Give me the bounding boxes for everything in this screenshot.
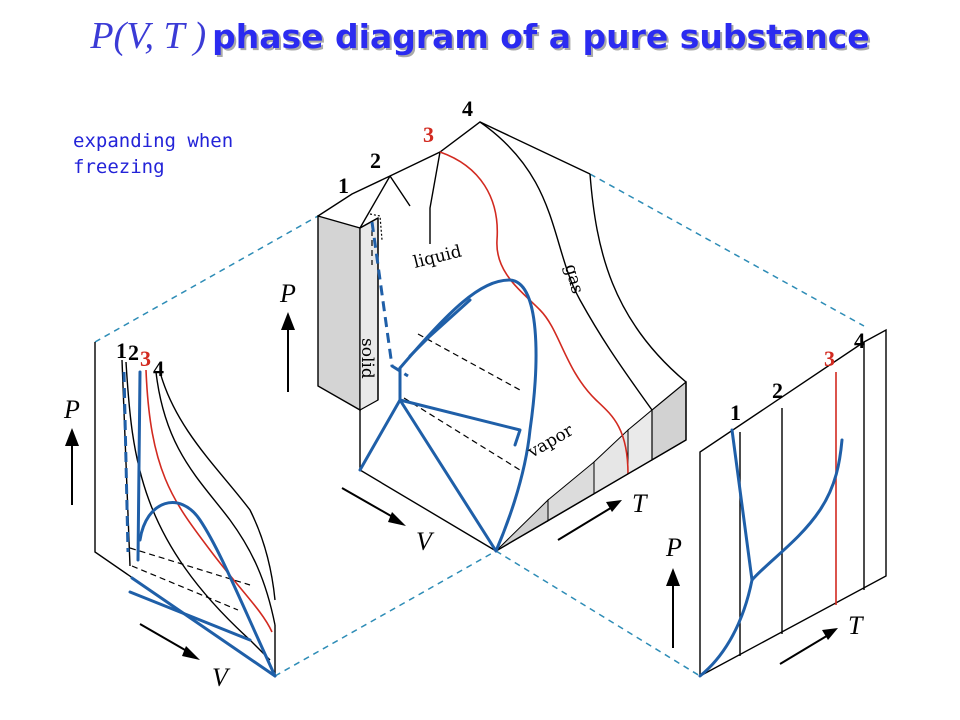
isotherm-label-1: 1	[338, 173, 349, 198]
gas-label: gas	[560, 262, 587, 296]
pv-projection: 1 2 3 4 P V	[63, 338, 277, 692]
pt-label-4: 4	[854, 328, 865, 353]
pv-v-label: V	[212, 663, 231, 692]
solid-label: solid	[357, 338, 377, 379]
title-formula: P(V, T )	[90, 15, 207, 57]
pt-label-1: 1	[730, 400, 741, 425]
isotherm-label-2: 2	[370, 148, 381, 173]
pv-label-2: 2	[128, 340, 139, 365]
isotherm-label-4: 4	[462, 96, 473, 121]
pv-label-3: 3	[140, 346, 151, 371]
pt-p-label: P	[665, 533, 682, 562]
title-text: phase diagram of a pure substance	[212, 17, 870, 56]
solid-face-left	[317, 215, 361, 412]
pt-t-label: T	[848, 611, 864, 640]
pvt-surface: liquid solid vapor gas 1 2 3 4 P V T	[279, 96, 687, 556]
projection-guides	[94, 173, 865, 677]
pv-label-4: 4	[153, 356, 164, 381]
isotherm-label-3: 3	[423, 122, 434, 147]
page-title: P(V, T )phase diagram of a pure substanc…	[0, 14, 960, 58]
pt-projection: 1 2 3 4 P T	[665, 328, 887, 678]
pt-label-2: 2	[772, 378, 783, 403]
pv-p-label: P	[63, 395, 80, 424]
note-text: expanding when freezing	[73, 130, 234, 178]
surface-p-label: P	[279, 279, 296, 308]
pv-label-1: 1	[116, 338, 127, 363]
pt-label-3: 3	[824, 346, 835, 371]
surface-v-label: V	[416, 527, 435, 556]
surface-t-label: T	[632, 489, 648, 518]
liquid-label: liquid	[411, 242, 464, 273]
